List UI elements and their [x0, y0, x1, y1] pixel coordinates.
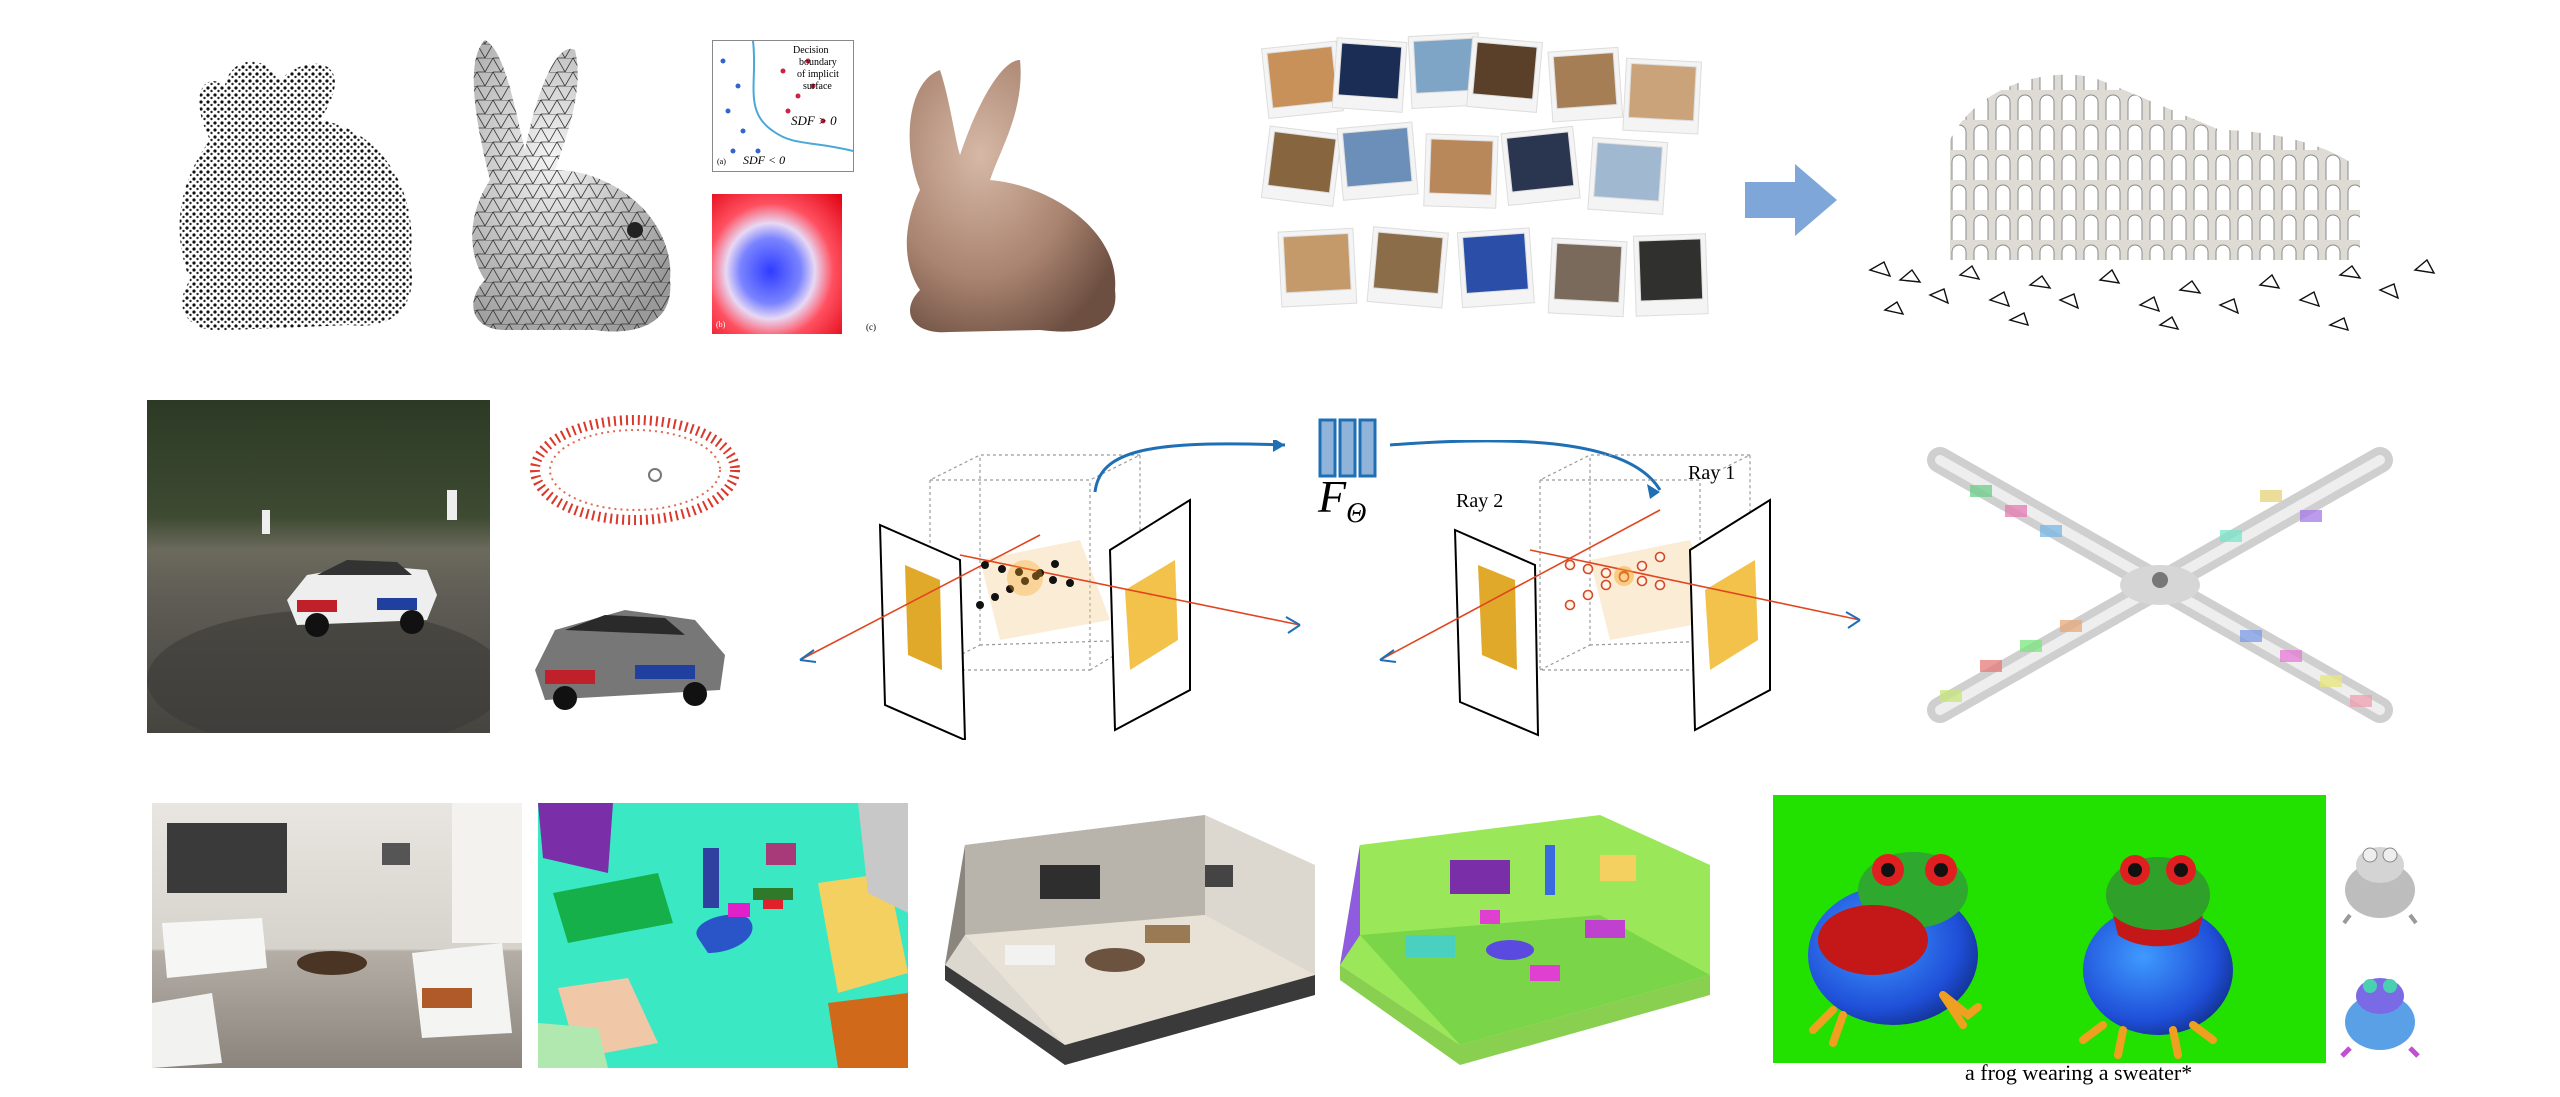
semantic-segmentation-map — [538, 803, 908, 1068]
sdf-positive-label: SDF > 0 — [791, 113, 837, 128]
text-prompt-caption: a frog wearing a sweater* — [1965, 1060, 2193, 1085]
camera-poses-ring — [525, 400, 745, 530]
sdf-legend-line-1: Decision — [793, 45, 829, 56]
sdf-tag-a: (a) — [717, 157, 726, 166]
sdf-legend-line-2: boundary — [799, 57, 837, 68]
network-label-f: F — [1318, 471, 1347, 522]
room-3d-render — [945, 805, 1325, 1065]
sdf-negative-label: SDF < 0 — [743, 153, 786, 167]
frog-geometry-thumbnail — [2330, 830, 2430, 925]
reconstruction-arrow-icon — [1745, 160, 1840, 240]
text-to-3d-frog-renders — [1773, 795, 2326, 1063]
mlp-network-icon — [1318, 418, 1378, 480]
sdf-render-bunny — [880, 40, 1140, 340]
street-scene-point-cloud — [1920, 430, 2400, 730]
point-cloud-bunny — [150, 30, 430, 350]
sdf-legend-line-3: of implicit — [797, 69, 839, 80]
sdf-tag-c: (c) — [866, 322, 876, 332]
car-reconstruction — [525, 590, 735, 720]
photo-collection — [1260, 30, 1720, 360]
mesh-bunny — [445, 30, 695, 350]
sdf-scatter-plot: Decision boundary of implicit surface SD… — [712, 40, 854, 172]
nerf-volume-rendering-diagram — [1370, 440, 1870, 740]
ray-2-label: Ray 2 — [1456, 490, 1504, 512]
room-semantic-3d-render — [1340, 805, 1720, 1065]
colosseum-point-cloud — [1860, 60, 2450, 350]
sdf-heatmap: (b) — [712, 194, 842, 334]
indoor-scene-photo — [152, 803, 522, 1068]
nerf-ray-sampling-diagram — [790, 440, 1310, 740]
ray-1-label: Ray 1 — [1688, 462, 1736, 484]
sdf-tag-b: (b) — [716, 320, 726, 329]
car-input-photo — [147, 400, 490, 733]
network-label: FΘ — [1318, 470, 1366, 530]
frog-normal-thumbnail — [2330, 960, 2430, 1060]
sdf-legend-line-4: surface — [803, 81, 832, 92]
network-label-theta: Θ — [1346, 498, 1367, 529]
